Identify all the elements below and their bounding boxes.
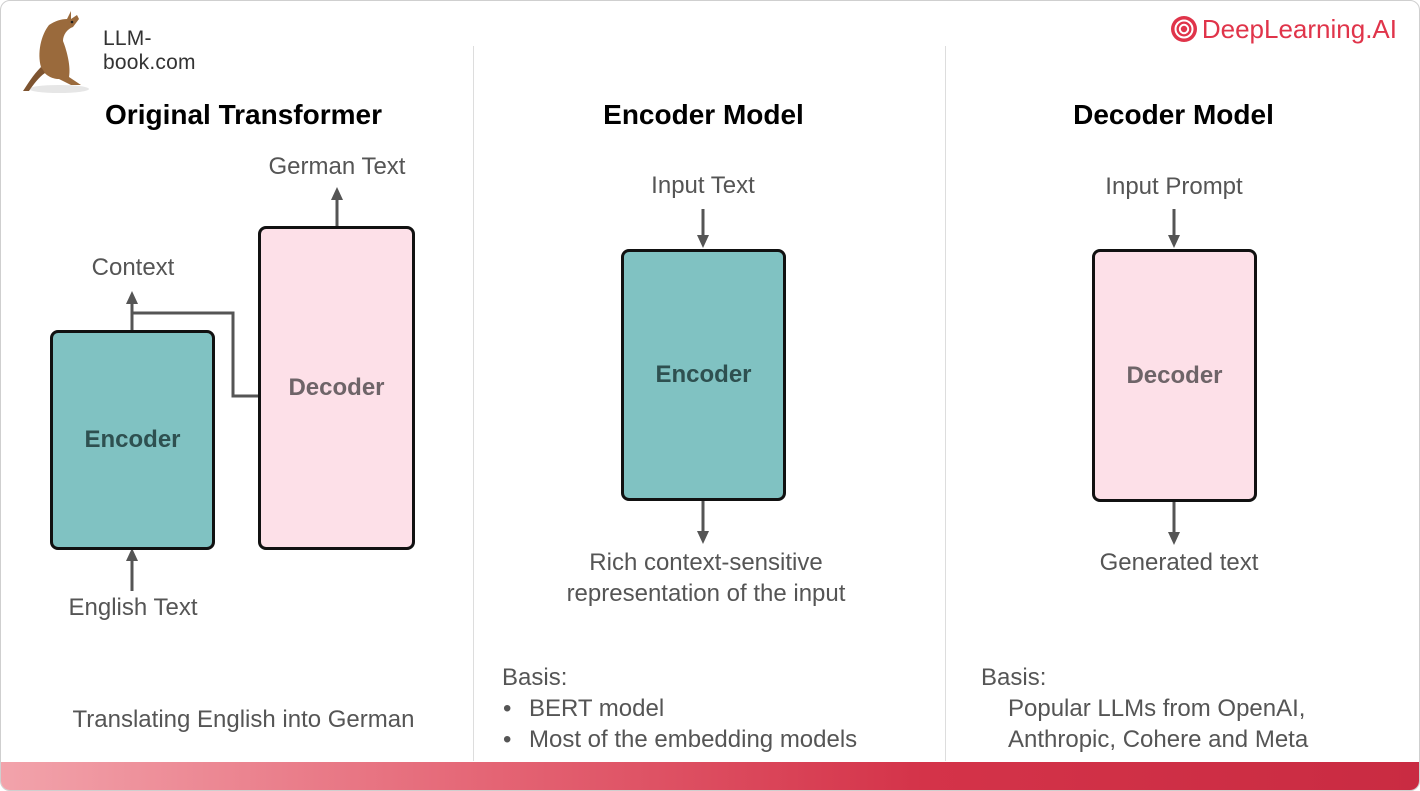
column-divider-2 <box>945 46 946 761</box>
decoder-model-label: Decoder <box>1126 361 1223 389</box>
column-divider-1 <box>473 46 474 761</box>
encoder-model-title: Encoder Model <box>603 99 804 130</box>
english-text-label: English Text <box>68 594 198 621</box>
deeplearning-ai-logo-text: DeepLearning.AI <box>1201 13 1397 44</box>
connector-encoder-to-decoder <box>132 311 260 398</box>
llm-book-logo: LLM-book.com <box>19 5 239 95</box>
original-decoder-label: Decoder <box>288 374 385 401</box>
original-caption: Translating English into German <box>72 706 415 733</box>
encoder-basis: Basis: •BERT model •Most of the embeddin… <box>502 662 857 755</box>
decoder-basis-label: Basis: <box>981 664 1047 691</box>
encoder-model-label: Encoder <box>655 361 752 388</box>
decoder-input-prompt-label: Input Prompt <box>1105 173 1243 200</box>
list-item: •BERT model <box>503 695 665 722</box>
decoder-model-box: Decoder <box>1092 249 1257 502</box>
encoder-basis-list: •BERT model •Most of the embedding model… <box>502 693 857 755</box>
llm-book-logo-text: LLM-book.com <box>103 27 196 74</box>
original-encoder-box: Encoder <box>50 330 215 550</box>
encoder-basis-label: Basis: <box>502 664 568 691</box>
bottom-accent-band <box>1 762 1419 790</box>
list-item: •Most of the embedding models <box>503 726 858 753</box>
encoder-output-line2: representation of the input <box>566 580 846 607</box>
generated-text-label: Generated text <box>1099 549 1259 576</box>
original-encoder-label: Encoder <box>84 426 181 453</box>
encoder-model-box: Encoder <box>621 249 786 501</box>
decoder-basis-line1: Popular LLMs from OpenAI, <box>1008 695 1306 722</box>
decoder-basis-line2: Anthropic, Cohere and Meta <box>1008 726 1309 753</box>
decoder-model-title: Decoder Model <box>1073 99 1274 130</box>
deeplearning-ai-icon <box>1170 16 1197 42</box>
encoder-input-text-label: Input Text <box>651 172 755 199</box>
original-transformer-title: Original Transformer <box>105 99 382 130</box>
decoder-basis: Basis: Popular LLMs from OpenAI, Anthrop… <box>981 662 1308 755</box>
encoder-output-line1: Rich context-sensitive <box>589 549 823 576</box>
deeplearning-ai-logo: DeepLearning.AI <box>1170 13 1397 45</box>
original-decoder-box: Decoder <box>258 226 415 550</box>
context-label: Context <box>91 254 175 281</box>
kangaroo-icon <box>23 11 89 93</box>
german-text-label: German Text <box>268 153 406 180</box>
